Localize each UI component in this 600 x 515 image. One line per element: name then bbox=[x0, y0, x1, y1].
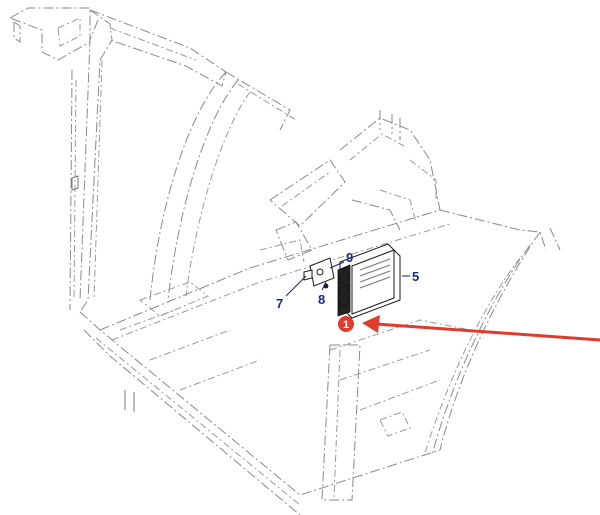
part-label-9: 9 bbox=[346, 250, 353, 265]
callout-number: 1 bbox=[343, 319, 349, 331]
part-label-8: 8 bbox=[318, 292, 325, 307]
bracket-parts bbox=[303, 257, 335, 289]
callout-badge: 1 bbox=[338, 316, 354, 332]
cab-frame bbox=[8, 7, 561, 515]
leader-9 bbox=[329, 261, 345, 269]
part-label-7: 7 bbox=[276, 296, 283, 311]
leader-7 bbox=[285, 275, 307, 297]
part-label-5: 5 bbox=[412, 269, 419, 284]
callout-arrow bbox=[362, 315, 600, 342]
control-unit-part bbox=[337, 243, 401, 319]
leader-8 bbox=[321, 281, 327, 291]
